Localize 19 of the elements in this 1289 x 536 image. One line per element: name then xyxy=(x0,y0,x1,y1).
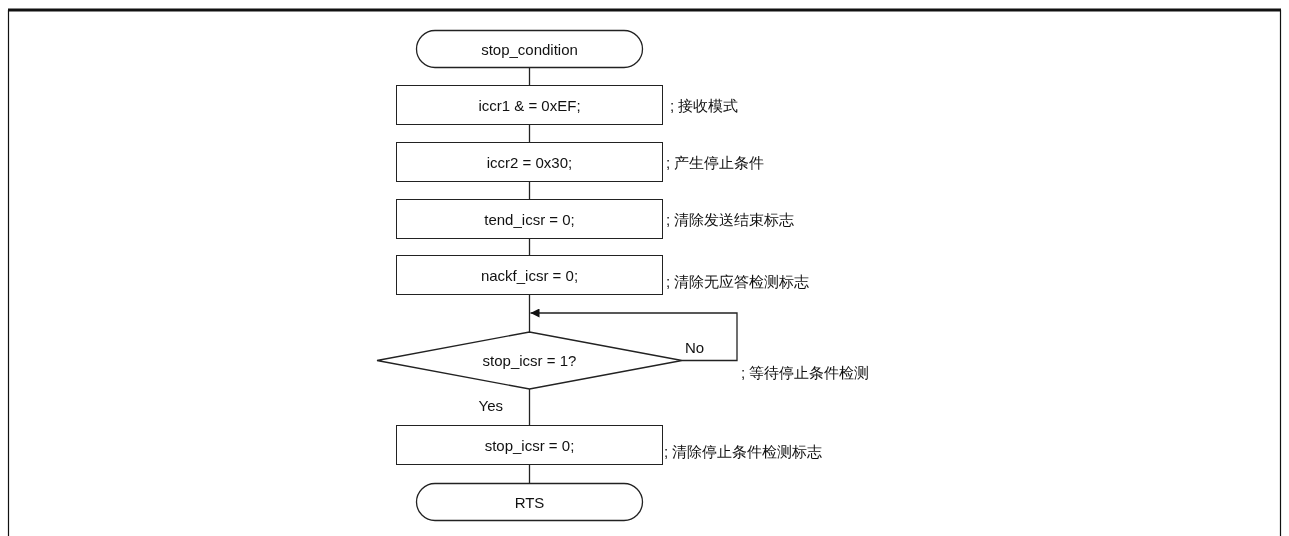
comment-text: ; 清除无应答检测标志 xyxy=(666,273,810,292)
node-label: tend_icsr = 0; xyxy=(484,210,575,228)
comment-text: ; 清除停止条件检测标志 xyxy=(664,443,823,462)
node-label: stop_condition xyxy=(481,40,578,58)
node-label: nackf_icsr = 0; xyxy=(480,266,579,284)
connector-line xyxy=(528,294,531,333)
comment-text: ; 清除发送结束标志 xyxy=(666,211,795,230)
comment-text: ; 产生停止条件 xyxy=(666,154,765,173)
node-label: stop_icsr = 0; xyxy=(484,436,575,454)
comment-text: ; 等待停止条件检测 xyxy=(741,363,870,383)
node-label: RTS xyxy=(514,493,545,511)
arrow xyxy=(529,308,738,362)
terminator-box xyxy=(416,30,643,68)
node-label: iccr2 = 0x30; xyxy=(486,153,573,171)
comment-text: ; 接收模式 xyxy=(670,97,739,116)
node-label: iccr1 & = 0xEF; xyxy=(478,96,581,114)
terminator-box xyxy=(416,483,643,521)
connector-line xyxy=(528,388,531,426)
node-label: stop_icsr = 1? xyxy=(482,352,577,369)
